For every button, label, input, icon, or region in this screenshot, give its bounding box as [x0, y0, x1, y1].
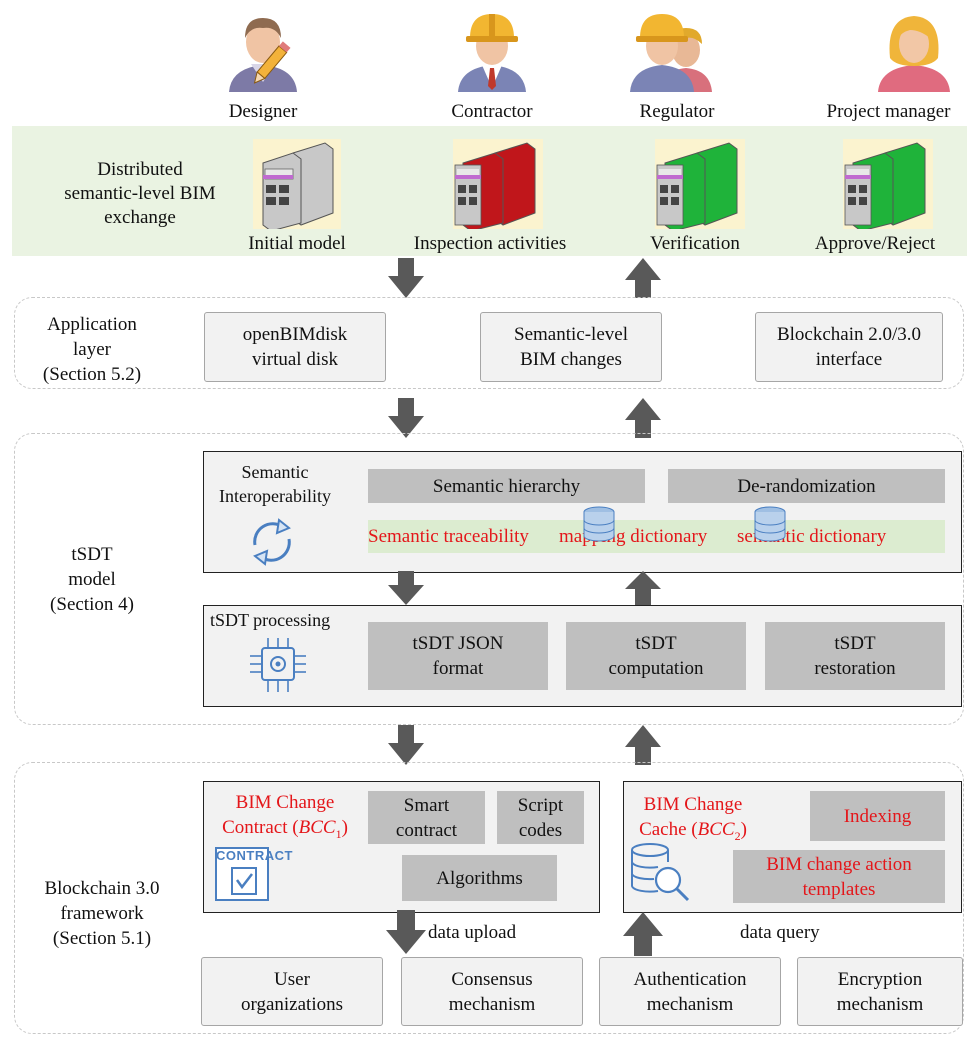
arrow-up-4 — [625, 725, 661, 765]
bim-exchange-label: Distributed semantic-level BIM exchange — [64, 159, 216, 228]
arrow-down-4 — [388, 725, 424, 765]
arrow-down-2 — [388, 398, 424, 438]
indexing-box: Indexing — [810, 791, 945, 841]
semantic-interoperability-label: Semantic Interoperability — [219, 462, 331, 506]
semantic-database-icon — [754, 506, 786, 542]
mapping-database-icon — [583, 506, 615, 542]
action-label-initial-model: Initial model — [248, 233, 346, 254]
tsdt-processing-label: tSDT processing — [210, 610, 331, 630]
tsdt-json-format-box: tSDT JSON format — [368, 622, 548, 690]
tsdt-model-label: tSDT model (Section 4) — [50, 544, 134, 615]
sync-arrows-icon — [253, 518, 291, 566]
contract-tag-label: CONTRACT — [216, 848, 293, 863]
processor-chip-icon — [250, 638, 306, 692]
arrow-up-3 — [625, 571, 661, 605]
user-organizations-box: User organizations — [201, 957, 383, 1026]
data-query-label: data query — [740, 922, 820, 943]
bcc2-var: BCC — [697, 819, 735, 840]
arrow-up-2 — [625, 398, 661, 438]
action-label-inspection-activities: Inspection activities — [413, 233, 567, 254]
semantic-traceability-band — [368, 520, 945, 553]
role-label-project-manager: Project manager — [826, 101, 951, 122]
encryption-mechanism-box: Encryption mechanism — [797, 957, 963, 1026]
bcc1-var: BCC — [298, 817, 336, 838]
bcc1-sub: 1 — [335, 826, 342, 841]
arrow-data-query — [623, 912, 663, 956]
project-manager-avatar-icon — [878, 16, 950, 92]
role-label-regulator: Regulator — [639, 101, 715, 122]
algorithms-box: Algorithms — [402, 855, 557, 901]
bcc2-title: BIM Change Cache (BCC2) — [628, 792, 758, 849]
arrow-down-1 — [388, 258, 424, 298]
regulator-avatar-icon — [630, 14, 712, 92]
bim-change-action-templates-box: BIM change action templates — [733, 850, 945, 903]
bcc1-title: BIM Change Contract (BCC1) — [210, 790, 360, 847]
openbimdisk-box: openBIMdisk virtual disk — [204, 312, 386, 382]
tsdt-computation-box: tSDT computation — [566, 622, 746, 690]
designer-avatar-icon — [229, 18, 297, 92]
regulator-server-icon — [655, 139, 745, 229]
contractor-avatar-icon — [458, 14, 526, 92]
bcc2-close: ) — [740, 819, 747, 840]
semantic-traceability-label: Semantic traceability — [368, 526, 529, 547]
authentication-mechanism-box: Authentication mechanism — [599, 957, 781, 1026]
tsdt-restoration-box: tSDT restoration — [765, 622, 945, 690]
semantic-hierarchy-box: Semantic hierarchy — [368, 469, 645, 503]
action-label-verification: Verification — [650, 233, 740, 254]
bcc2-sub: 2 — [734, 828, 741, 843]
consensus-mechanism-box: Consensus mechanism — [401, 957, 583, 1026]
contract-document-icon — [215, 847, 269, 901]
bcc1-close: ) — [341, 817, 348, 838]
application-layer-region — [14, 297, 964, 389]
script-codes-box: Script codes — [497, 791, 584, 844]
smart-contract-box: Smart contract — [368, 791, 485, 844]
arrow-data-upload — [386, 910, 426, 954]
arrow-up-1 — [625, 258, 661, 298]
blockchain-framework-label: Blockchain 3.0 framework (Section 5.1) — [44, 878, 160, 949]
project-manager-server-icon — [843, 139, 933, 229]
bcc2-title-text: BIM Change Cache ( — [639, 794, 743, 840]
blockchain-framework-region — [14, 762, 964, 1034]
designer-server-icon — [253, 139, 341, 229]
role-label-designer: Designer — [228, 101, 298, 122]
role-label-contractor: Contractor — [451, 101, 533, 122]
data-upload-label: data upload — [428, 922, 517, 943]
bcc1-title-text: BIM Change Contract ( — [222, 792, 335, 838]
contractor-server-icon — [453, 139, 543, 229]
tsdt-model-region — [14, 433, 964, 725]
database-search-icon — [631, 843, 690, 902]
arrow-down-3 — [388, 571, 424, 605]
action-label-approve-reject: Approve/Reject — [814, 233, 936, 254]
blockchain-interface-box: Blockchain 2.0/3.0 interface — [755, 312, 943, 382]
de-randomization-box: De-randomization — [668, 469, 945, 503]
application-layer-label: Application layer (Section 5.2) — [42, 314, 142, 385]
semantic-bim-changes-box: Semantic-level BIM changes — [480, 312, 662, 382]
